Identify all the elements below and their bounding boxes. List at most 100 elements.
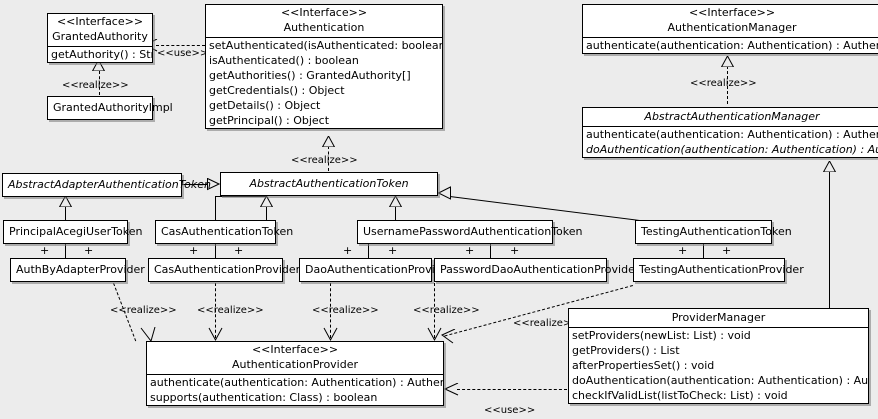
association-multiplicity-marker: + <box>722 244 732 257</box>
open-arrow-head-icon <box>427 327 442 342</box>
class-divider <box>583 126 878 127</box>
class-box-cas-authentication-token[interactable]: CasAuthenticationToken <box>155 220 293 244</box>
class-name-label: AbstractAdapterAuthenticationToken <box>8 178 211 191</box>
realize-label-auth-by-adapter-provider: <<realize>> <box>110 305 177 316</box>
hollow-triangle-left-icon <box>437 186 451 200</box>
class-box-authentication-provider[interactable]: <<Interface>> AuthenticationProvider aut… <box>146 341 444 406</box>
association-multiplicity-marker: + <box>388 244 398 257</box>
class-box-abstract-authentication-manager[interactable]: AbstractAuthenticationManager authentica… <box>582 107 878 158</box>
realize-label-abstract-authentication-token: <<realize>> <box>291 155 358 166</box>
generalization-link-abstract-adapter-token <box>182 184 209 185</box>
operations-compartment-authentication: setAuthenticated(isAuthenticated: boolea… <box>206 38 442 128</box>
hollow-triangle-up-icon <box>389 196 402 207</box>
class-box-username-password-authentication-token[interactable]: UsernamePasswordAuthenticationToken <box>357 220 583 244</box>
class-name-label: GrantedAuthority <box>52 30 148 43</box>
open-arrow-head-icon <box>444 383 459 396</box>
realize-label-abstract-authentication-manager: <<realize>> <box>690 78 757 89</box>
stereotype-label: <<Interface>> <box>688 6 776 19</box>
generalization-link-cas-token <box>266 207 267 221</box>
class-name-label: AbstractAuthenticationManager <box>644 110 820 123</box>
association-multiplicity-marker: + <box>84 244 94 257</box>
operation-row: getAuthority() : String <box>51 48 152 61</box>
operations-compartment-provider-manager: setProviders(newList: List) : void getPr… <box>569 328 868 403</box>
operation-row: getProviders() : List <box>572 344 680 357</box>
generalization-link-cas-token-up <box>215 196 216 221</box>
class-box-principal-acegi-user-token[interactable]: PrincipalAcegiUserToken <box>3 220 142 244</box>
association-multiplicity-marker: + <box>465 244 475 257</box>
realize-link-password-dao-authentication-provider <box>434 283 435 338</box>
association-link-cas-token-cas-provider <box>215 243 216 259</box>
operation-row: doAuthentication(authentication: Authent… <box>586 143 878 156</box>
hollow-triangle-up-icon <box>92 60 105 71</box>
hollow-triangle-up-icon <box>322 136 335 147</box>
class-header-authentication-manager: <<Interface>> AuthenticationManager <box>583 5 878 37</box>
realize-label-testing-authentication-provider: <<realize>> <box>513 318 580 329</box>
operations-compartment-abstract-authentication-manager: authenticate(authentication: Authenticat… <box>583 127 878 157</box>
class-box-testing-authentication-token[interactable]: TestingAuthenticationToken <box>635 220 792 244</box>
use-link-provider-manager <box>457 389 567 390</box>
class-box-auth-by-adapter-provider[interactable]: AuthByAdapterProvider <box>10 258 145 282</box>
association-multiplicity-marker: + <box>343 244 353 257</box>
operation-row: setAuthenticated(isAuthenticated: boolea… <box>209 39 442 52</box>
generalization-link-cas-token-across <box>215 196 267 197</box>
class-name-label: AuthenticationProvider <box>231 358 359 371</box>
association-link-testing-token-testing-provider <box>703 243 704 259</box>
class-header-authentication: <<Interface>> Authentication <box>206 5 442 37</box>
association-multiplicity-marker: + <box>40 244 50 257</box>
class-name-label: ProviderManager <box>671 311 766 324</box>
class-divider <box>583 37 878 38</box>
class-header-granted-authority: <<Interface>> GrantedAuthority <box>48 14 152 46</box>
association-link-principal-token-auth-by-adapter <box>65 243 66 259</box>
association-multiplicity-marker: + <box>510 244 520 257</box>
class-divider <box>569 327 868 328</box>
operations-compartment-authentication-provider: authenticate(authentication: Authenticat… <box>147 375 443 405</box>
stereotype-label: <<Interface>> <box>251 343 339 356</box>
realize-label-cas-authentication-provider: <<realize>> <box>197 305 264 316</box>
operation-row: supports(authentication: Class) : boolea… <box>150 391 378 404</box>
class-name-label: DaoAuthenticationProvider <box>305 263 453 276</box>
realize-link-cas-authentication-provider <box>215 283 216 338</box>
operation-row: getAuthorities() : GrantedAuthority[] <box>209 69 411 82</box>
class-divider <box>48 46 152 47</box>
generalization-link-testing-token <box>449 196 641 222</box>
class-name-label: AbstractAuthenticationToken <box>249 177 409 190</box>
hollow-triangle-up-icon <box>823 161 836 172</box>
operation-row: getCredentials() : Object <box>209 84 345 97</box>
operation-row: authenticate(authentication: Authenticat… <box>586 39 878 52</box>
use-label-provider-manager: <<use>> <box>484 405 536 416</box>
realize-link-abstract-authentication-token <box>328 146 329 171</box>
hollow-triangle-up-icon <box>260 196 273 207</box>
generalization-link-provider-manager <box>829 172 830 309</box>
realize-link-dao-authentication-provider <box>330 283 331 338</box>
class-name-label: TestingAuthenticationProvider <box>639 263 804 276</box>
class-divider <box>206 37 442 38</box>
realize-label-granted-authority-impl: <<realize>> <box>62 80 129 91</box>
operation-row: getPrincipal() : Object <box>209 114 330 127</box>
open-arrow-head-icon <box>208 327 223 342</box>
stereotype-label: <<Interface>> <box>280 6 368 19</box>
operation-row: isAuthenticated() : boolean <box>209 54 359 67</box>
class-box-authentication[interactable]: <<Interface>> Authentication setAuthenti… <box>205 4 443 129</box>
class-box-authentication-manager[interactable]: <<Interface>> AuthenticationManager auth… <box>582 4 878 54</box>
class-box-granted-authority-impl[interactable]: GrantedAuthorityImpl <box>47 96 173 120</box>
class-box-password-dao-authentication-provider[interactable]: PasswordDaoAuthenticationProvider <box>434 258 639 282</box>
class-box-abstract-adapter-authentication-token[interactable]: AbstractAdapterAuthenticationToken <box>2 173 211 197</box>
operations-compartment-authentication-manager: authenticate(authentication: Authenticat… <box>583 38 878 53</box>
class-box-testing-authentication-provider[interactable]: TestingAuthenticationProvider <box>633 258 804 282</box>
class-box-cas-authentication-provider[interactable]: CasAuthenticationProvider <box>148 258 300 282</box>
class-box-dao-authentication-provider[interactable]: DaoAuthenticationProvider <box>299 258 453 282</box>
class-box-provider-manager[interactable]: ProviderManager setProviders(newList: Li… <box>568 308 869 404</box>
open-arrow-head-icon <box>441 329 456 344</box>
class-header-provider-manager: ProviderManager <box>569 309 868 327</box>
class-divider <box>147 374 443 375</box>
class-box-granted-authority[interactable]: <<Interface>> GrantedAuthority getAuthor… <box>47 13 153 63</box>
class-box-abstract-authentication-token[interactable]: AbstractAuthenticationToken <box>220 172 438 196</box>
class-name-label: AuthenticationManager <box>667 21 797 34</box>
association-link-username-token-password-dao-provider <box>490 243 491 259</box>
association-multiplicity-marker: + <box>234 244 244 257</box>
operations-compartment-granted-authority: getAuthority() : String <box>48 47 152 62</box>
generalization-link-principal-acegi-token <box>65 207 66 221</box>
open-arrow-head-icon <box>323 327 338 342</box>
class-header-abstract-authentication-manager: AbstractAuthenticationManager <box>583 108 878 126</box>
